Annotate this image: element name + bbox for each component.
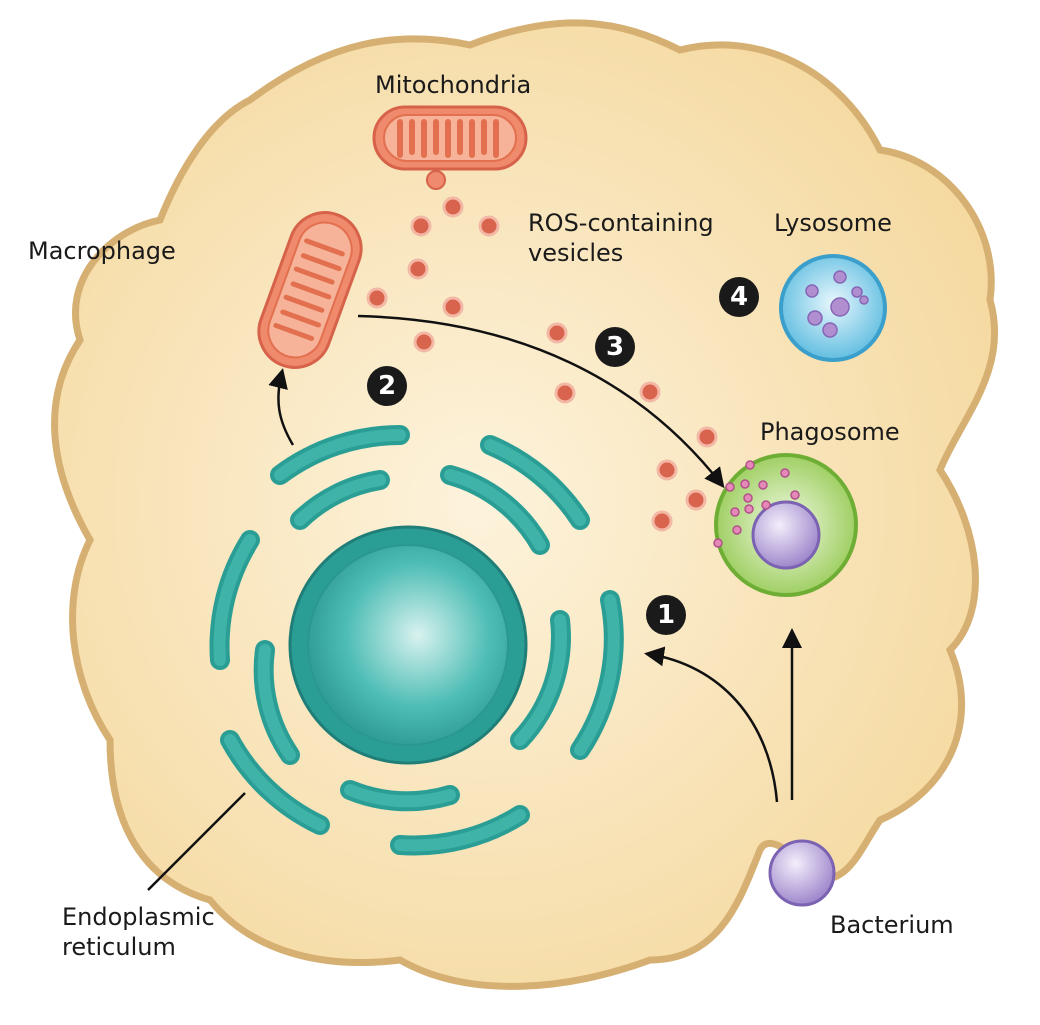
label-bacterium: Bacterium [830,911,954,939]
mitochondrion-top [372,105,528,190]
arrow-er-to-mito [268,368,295,446]
ros-vesicles [366,196,718,532]
endoplasmic-reticulum [209,425,624,856]
nucleus [288,525,528,765]
phagosome [713,453,858,597]
step-3-marker: 3 [595,327,635,367]
step-4-marker: 4 [719,277,759,317]
mitochondrion-left [257,211,363,369]
label-mitochondria: Mitochondria [375,71,532,99]
lysosome [779,254,887,362]
label-phagosome: Phagosome [760,418,900,446]
bacterium [768,839,836,907]
er-pointer-line [147,792,246,891]
label-endoplasmic-reticulum: Endoplasmic reticulum [62,903,215,961]
arrow-mito-to-phagosome [357,314,725,489]
label-lysosome: Lysosome [774,209,892,237]
arrow-bacterium-to-er [644,646,779,803]
arrows [268,314,802,803]
step-2-marker: 2 [367,366,407,406]
label-macrophage: Macrophage [28,237,176,265]
label-ros-vesicles: ROS-containing vesicles [528,209,714,267]
step-1-marker: 1 [646,595,686,635]
